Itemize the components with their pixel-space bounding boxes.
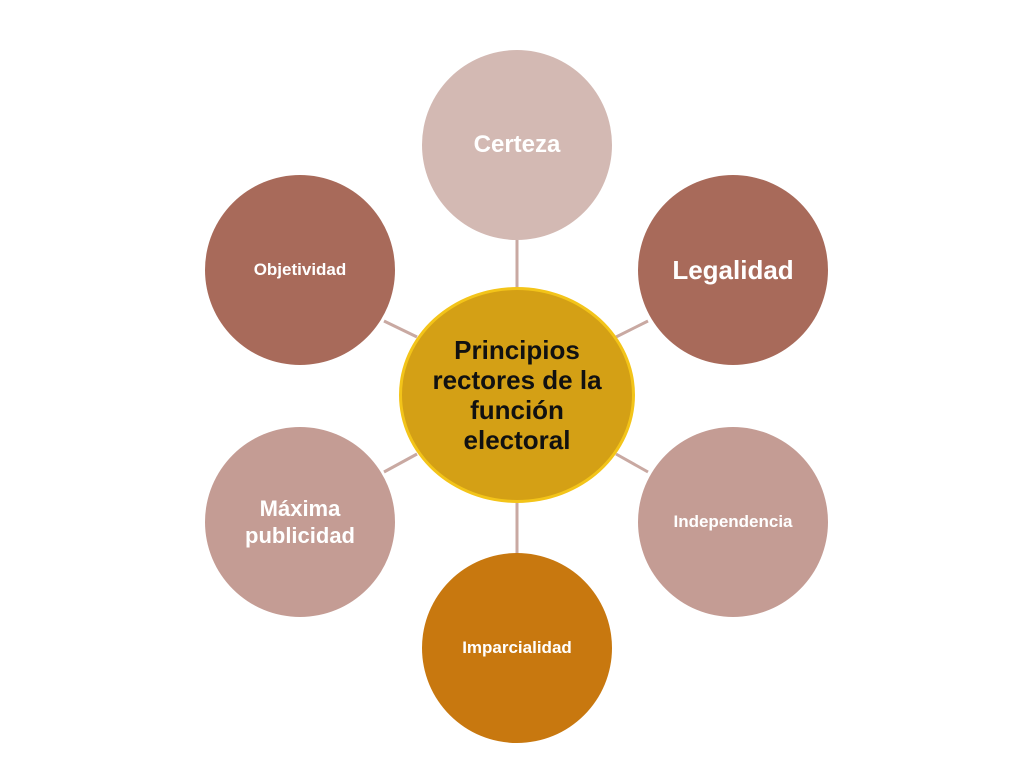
node-independencia: Independencia bbox=[638, 427, 828, 617]
node-legalidad: Legalidad bbox=[638, 175, 828, 365]
node-label: Objetividad bbox=[253, 260, 347, 279]
connector-objetividad bbox=[383, 319, 418, 339]
node-maxima-publicidad: Máxima publicidad bbox=[205, 427, 395, 617]
node-imparcialidad: Imparcialidad bbox=[422, 553, 612, 743]
center-label: Principios rectores de la función electo… bbox=[432, 335, 602, 455]
node-label: Independencia bbox=[673, 512, 793, 531]
node-label: Legalidad bbox=[672, 254, 794, 285]
connector-independencia bbox=[615, 452, 649, 474]
node-label: Máxima publicidad bbox=[245, 496, 355, 548]
node-objetividad: Objetividad bbox=[205, 175, 395, 365]
connector-legalidad bbox=[615, 319, 649, 339]
node-label: Imparcialidad bbox=[462, 638, 572, 657]
center-node: Principios rectores de la función electo… bbox=[399, 287, 635, 503]
node-label: Certeza bbox=[473, 131, 561, 158]
connector-maxima-publicidad bbox=[383, 452, 418, 474]
node-certeza: Certeza bbox=[422, 50, 612, 240]
